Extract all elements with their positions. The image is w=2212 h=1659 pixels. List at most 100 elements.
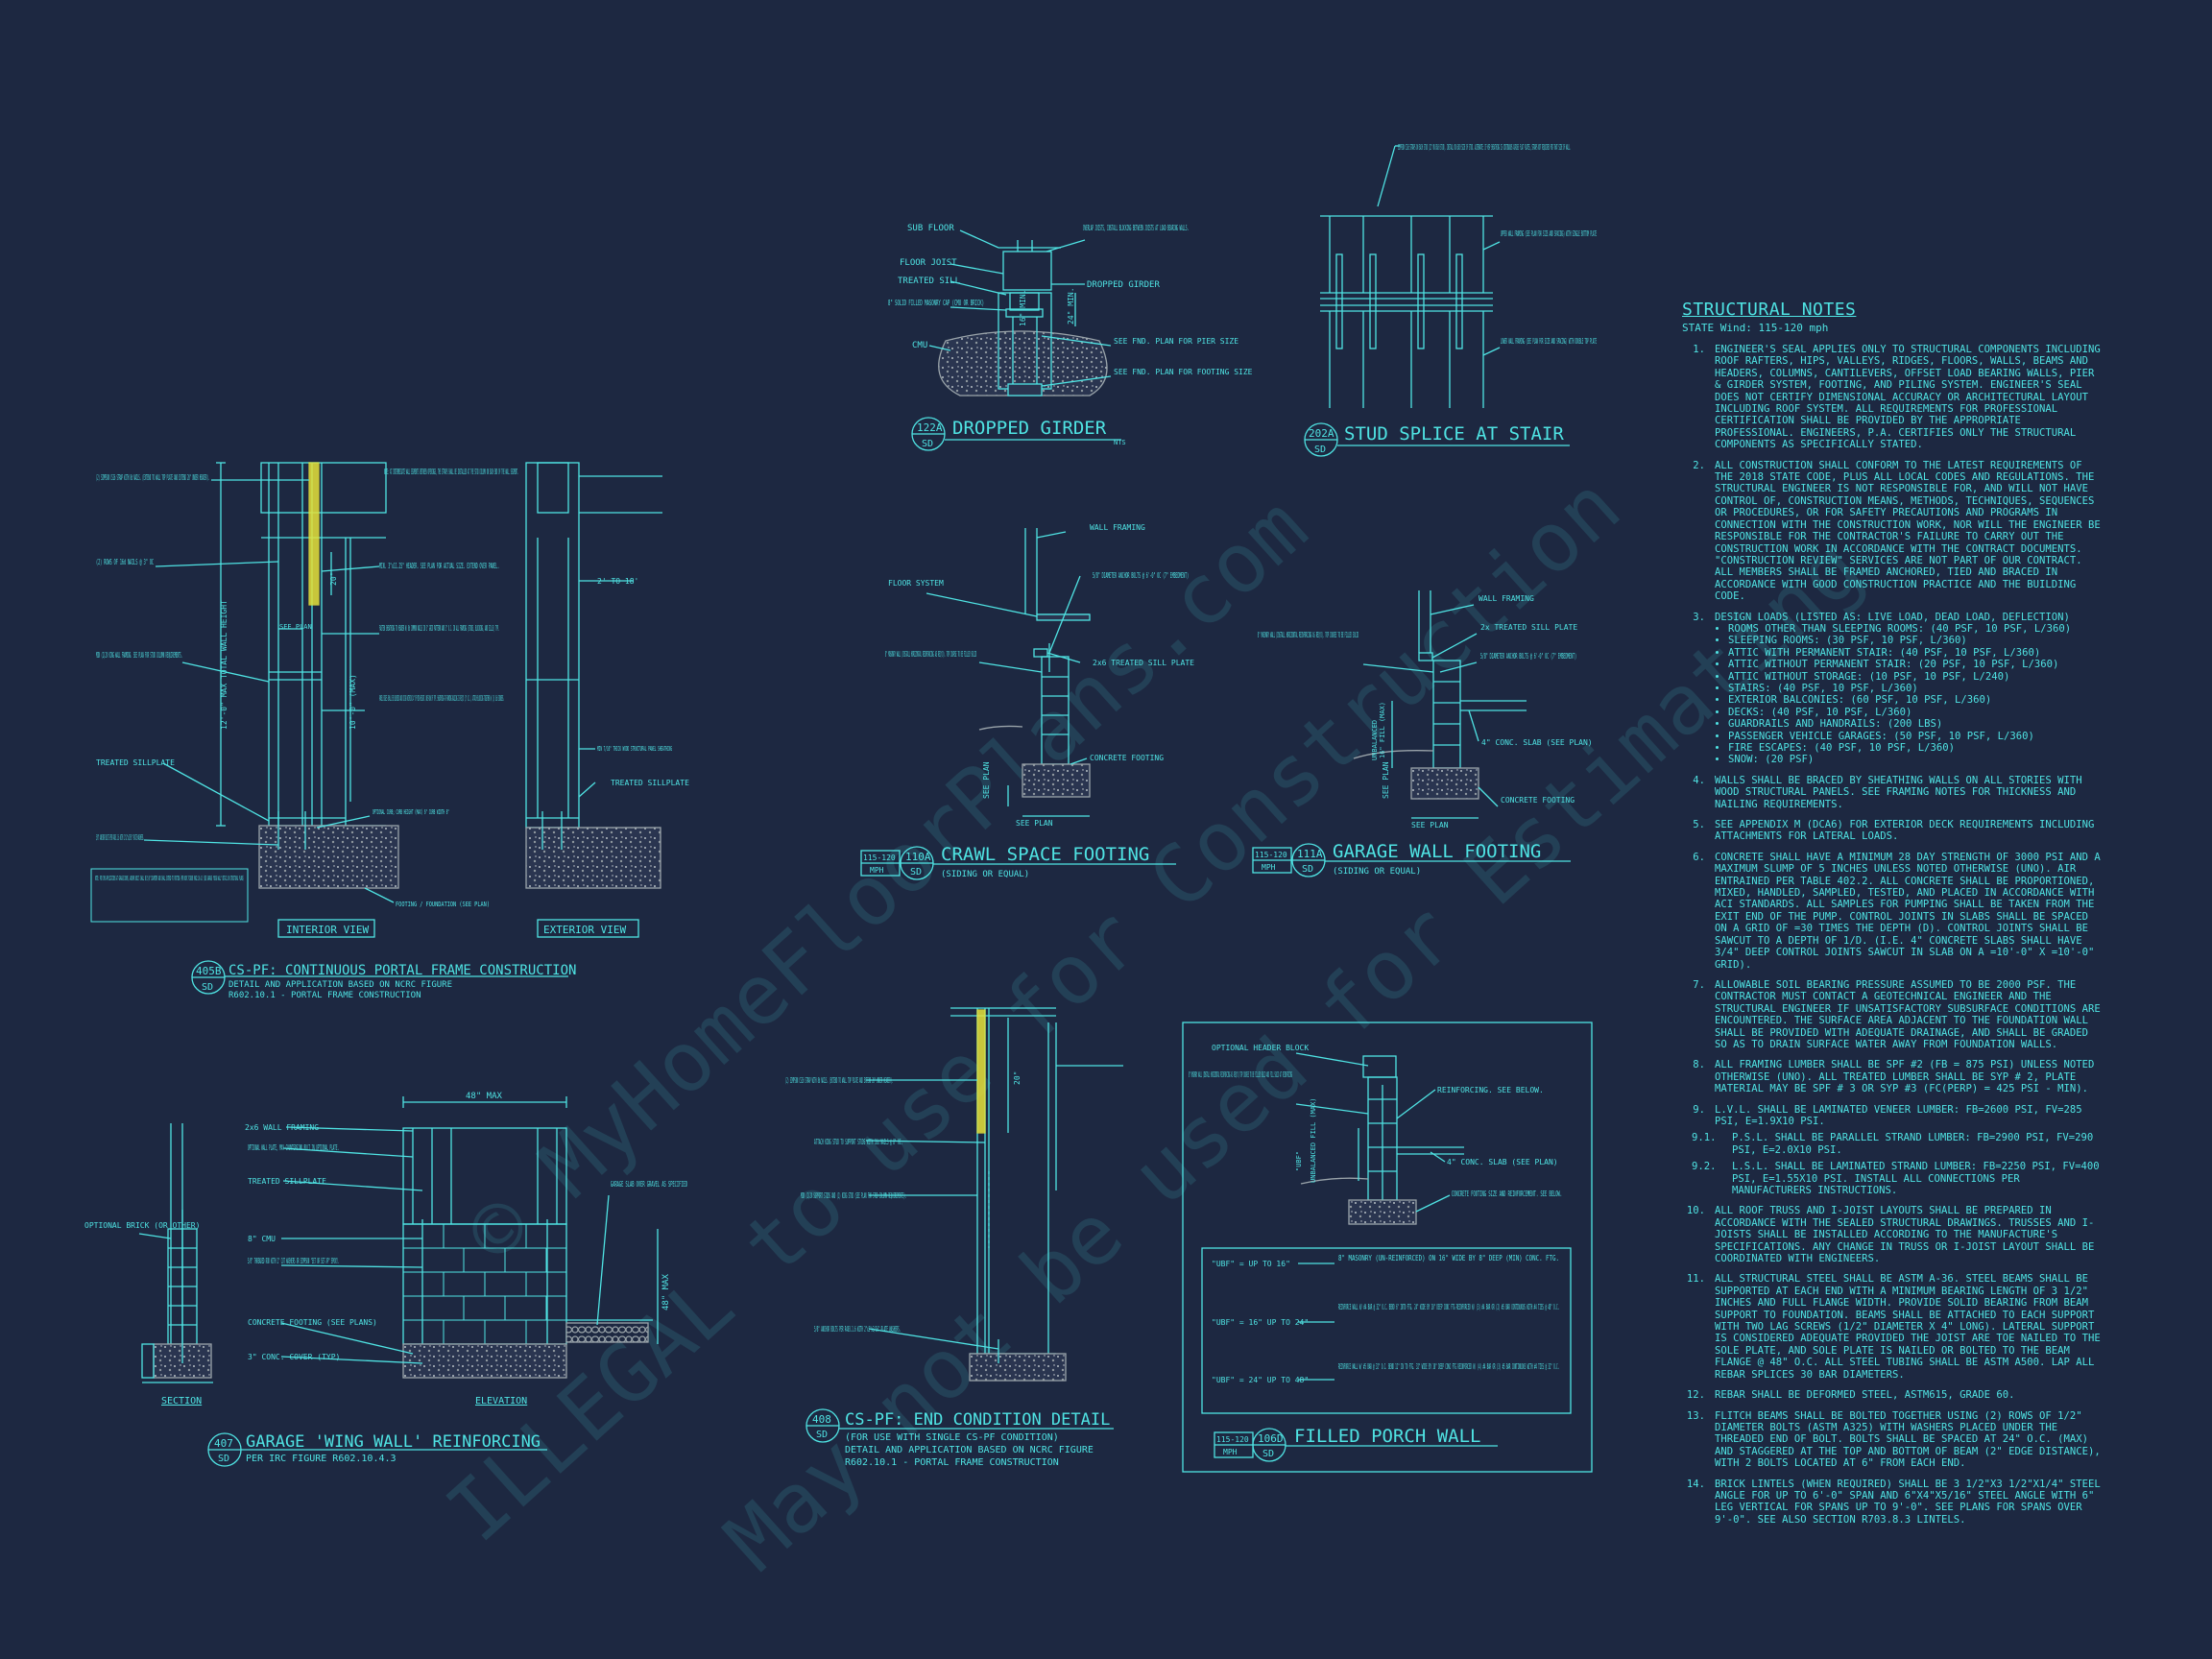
- note-number: 3.: [1693, 611, 1705, 623]
- note-text: SEE APPENDIX M (DCA6) FOR EXTERIOR DECK …: [1715, 819, 2095, 843]
- note-text: REBAR SHALL BE DEFORMED STEEL, ASTM615, …: [1715, 1389, 2015, 1402]
- note-text: P.S.L. SHALL BE PARALLEL STRAND LUMBER: …: [1732, 1132, 2094, 1156]
- wing-label: 3" CONC. COVER (TYP): [248, 1353, 340, 1361]
- wing-label: OPTIONAL BRICK (OR OTHER): [84, 1221, 200, 1230]
- note-text: FLITCH BEAMS SHALL BE BOLTED TOGETHER US…: [1715, 1409, 2101, 1470]
- garage-footing-label: 8" MASONRY WALL (INSTALL HORIZONTAL REIN…: [1258, 631, 1358, 639]
- wing-label: TREATED SILLPLATE: [248, 1177, 326, 1186]
- dropped-girder-label: DROPPED GIRDER: [1087, 280, 1160, 290]
- garage-footing-number: 111A: [1297, 848, 1323, 860]
- garage-footing-dim: SEE PLAN: [1382, 761, 1390, 799]
- garage-footing-label: WALL FRAMING: [1479, 594, 1534, 603]
- crawl-mph-unit: MPH: [870, 866, 884, 875]
- crawl-mph: 115-120: [863, 854, 896, 862]
- end-condition-sub: (FOR USE WITH SINGLE CS-PF CONDITION): [845, 1432, 1059, 1443]
- end-condition-label: ATTACH KING STUD TO SUPPORT STUDS WITH 1…: [814, 1138, 902, 1146]
- portal-frame-number: 405B: [196, 965, 222, 977]
- portal-frame-title: CS-PF: CONTINUOUS PORTAL FRAME CONSTRUCT…: [228, 963, 576, 978]
- wing-label: OPTIONAL WALL PLATE, MAY COUNTERSINK BOL…: [248, 1143, 339, 1152]
- detail-garage-wall-footing: WALL FRAMING 2x TREATED SILL PLATE 5/8" …: [1252, 590, 1593, 878]
- interior-view-label: INTERIOR VIEW: [286, 924, 369, 936]
- structural-note: 1.ENGINEER'S SEAL APPLIES ONLY TO STRUCT…: [1680, 344, 2103, 451]
- end-condition-dim: 20": [1013, 1071, 1022, 1085]
- note-number: 10.: [1686, 1205, 1705, 1217]
- structural-note: 9.1.P.S.L. SHALL BE PARALLEL STRAND LUMB…: [1680, 1132, 2103, 1156]
- note-text: ALL CONSTRUCTION SHALL CONFORM TO THE LA…: [1715, 459, 2101, 603]
- end-condition-label: 5/8" ANCHOR BOLTS PER R403.1.6 WITH 2"x2…: [814, 1325, 901, 1334]
- stud-splice-title: STUD SPLICE AT STAIR: [1344, 423, 1564, 445]
- watermark-line-2: ILLEGAL to use for Construction: [429, 458, 1639, 1560]
- design-load-item: GUARDRAILS AND HANDRAILS: (200 LBS): [1728, 718, 2103, 730]
- design-loads-list: ROOMS OTHER THAN SLEEPING ROOMS: (40 PSF…: [1715, 623, 2103, 766]
- garage-footing-label: 2x TREATED SILL PLATE: [1480, 623, 1577, 632]
- dropped-girder-label: SEE FND. PLAN FOR PIER SIZE: [1114, 337, 1238, 346]
- note-number: 1.: [1693, 344, 1705, 355]
- crawl-dim: SEE PLAN: [982, 761, 991, 799]
- structural-note: 7.ALLOWABLE SOIL BEARING PRESSURE ASSUME…: [1680, 979, 2103, 1050]
- portal-frame-dim: 12'-0" MAX TOTAL WALL HEIGHT: [220, 600, 228, 730]
- note-number: 11.: [1686, 1273, 1705, 1286]
- structural-note: 5. SEE APPENDIX M (DCA6) FOR EXTERIOR DEC…: [1680, 819, 2103, 843]
- portal-frame-label: FOOTING / FOUNDATION (SEE PLAN): [396, 901, 490, 908]
- crawl-label: 5/8" DIAMETER ANCHOR BOLTS @ 6'-0" OC (7…: [1093, 571, 1189, 580]
- wing-elevation-label: ELEVATION: [475, 1396, 527, 1407]
- notes-title: STRUCTURAL NOTES: [1682, 300, 1857, 320]
- dropped-girder-title: DROPPED GIRDER: [952, 418, 1107, 439]
- end-condition-sub: DETAIL AND APPLICATION BASED ON NCRC FIG…: [845, 1445, 1094, 1455]
- detail-filled-porch-wall: OPTIONAL HEADER BLOCK 8" MASONRY WALL (I…: [1182, 1022, 1593, 1473]
- stud-splice-label: UPPER WALL FRAMING (SEE PLAN FOR SIZE AN…: [1501, 229, 1597, 238]
- stud-splice-number: 202A: [1309, 427, 1334, 440]
- portal-frame-label: PANEL EDGES SHALL BE BLOCKED AND OCCUR W…: [379, 694, 504, 703]
- structural-note: 8.ALL FRAMING LUMBER SHALL BE SPF #2 (Fb…: [1680, 1059, 2103, 1094]
- garage-footing-mph: 115-120: [1255, 851, 1287, 859]
- structural-note: 9.2.L.S.L. SHALL BE LAMINATED STRAND LUM…: [1680, 1161, 2103, 1196]
- notes-list: 1.ENGINEER'S SEAL APPLIES ONLY TO STRUCT…: [1680, 344, 2103, 1526]
- garage-footing-sheet: SD: [1302, 864, 1313, 875]
- portal-frame-label: 5/8" ANCHOR BOLTS PER R403.1.6 WITH 2"x2…: [96, 833, 144, 842]
- note-text: ALL STRUCTURAL STEEL SHALL BE ASTM A-36.…: [1715, 1273, 2101, 1381]
- crawl-label: WALL FRAMING: [1090, 523, 1145, 532]
- end-condition-sub: R602.10.1 - PORTAL FRAME CONSTRUCTION: [845, 1457, 1059, 1468]
- end-condition-title: CS-PF: END CONDITION DETAIL: [845, 1410, 1110, 1430]
- dropped-girder-label: SEE FND. PLAN FOR FOOTING SIZE: [1114, 368, 1253, 376]
- portal-frame-sub: DETAIL AND APPLICATION BASED ON NCRC FIG…: [228, 980, 452, 990]
- structural-note: 11. ALL STRUCTURAL STEEL SHALL BE ASTM A-…: [1680, 1273, 2103, 1381]
- wing-label: CONCRETE FOOTING (SEE PLANS): [248, 1318, 377, 1327]
- design-load-item: ATTIC WITHOUT PERMANENT STAIR: (20 PSF, …: [1728, 659, 2103, 670]
- porch-dim: "UBF": [1295, 1151, 1303, 1171]
- note-number: 9.: [1693, 1103, 1705, 1116]
- design-load-item: DECKS: (40 PSF, 10 PSF, L/360): [1728, 707, 2103, 718]
- portal-frame-dim: SEE PLAN: [279, 623, 312, 631]
- design-load-item: ATTIC WITH PERMANENT STAIR: (40 PSF, 10 …: [1728, 647, 2103, 659]
- crawl-title: CRAWL SPACE FOOTING: [941, 844, 1149, 865]
- portal-frame-label: OPTIONAL CURB; CURB HEIGHT (MAX) 6" CURB…: [373, 808, 449, 816]
- structural-note: 10.ALL ROOF TRUSS AND I-JOIST LAYOUTS SH…: [1680, 1205, 2103, 1264]
- structural-note: 9. L.V.L. SHALL BE LAMINATED VENEER LUMBE…: [1680, 1104, 2103, 1128]
- note-text: L.V.L. SHALL BE LAMINATED VENEER LUMBER:…: [1715, 1103, 2082, 1127]
- design-load-item: SNOW: (20 PSF): [1728, 754, 2103, 765]
- wing-sub: PER IRC FIGURE R602.10.4.3: [246, 1454, 397, 1464]
- crawl-sub: (SIDING OR EQUAL): [941, 870, 1029, 879]
- dropped-girder-dim: 24" MIN.: [1067, 287, 1075, 325]
- garage-footing-label: CONCRETE FOOTING: [1501, 796, 1575, 805]
- crawl-dim: SEE PLAN: [1016, 819, 1053, 828]
- porch-label: 8" MASONRY WALL (INSTALL HORIZONTAL REIN…: [1189, 1070, 1292, 1079]
- structural-note: 13.FLITCH BEAMS SHALL BE BOLTED TOGETHER…: [1680, 1410, 2103, 1470]
- note-number: 6.: [1693, 851, 1705, 863]
- wing-sheet: SD: [218, 1454, 229, 1464]
- crawl-label: 8" MASONRY WALL (INSTALL HORIZONTAL REIN…: [885, 650, 976, 659]
- portal-frame-label: MIN. 3"x11.25" HEADER. SEE PLAN FOR ACTU…: [379, 562, 499, 570]
- wing-number: 407: [214, 1437, 233, 1450]
- design-load-item: EXTERIOR BALCONIES: (60 PSF, 10 PSF, L/3…: [1728, 694, 2103, 706]
- porch-table-key: "UBF" = UP TO 16": [1212, 1260, 1290, 1268]
- note-number: 5.: [1693, 819, 1705, 831]
- portal-frame-dim: 2' TO 18': [597, 577, 638, 586]
- notes-subtitle: STATE Wind: 115-120 mph: [1682, 322, 1829, 334]
- portal-frame-cmu-note: NOTE: FOR CMU APPLICATIONS AT GARAGE DOO…: [95, 875, 244, 882]
- note-text: ALL FRAMING LUMBER SHALL BE SPF #2 (Fb =…: [1715, 1059, 2095, 1095]
- note-text: ALLOWABLE SOIL BEARING PRESSURE ASSUMED …: [1715, 978, 2101, 1050]
- porch-mph: 115-120: [1216, 1435, 1249, 1444]
- end-condition-number: 408: [812, 1413, 831, 1426]
- stud-splice-sheet: SD: [1314, 445, 1326, 455]
- detail-wing-wall: SECTION ELEVATION 48" MAX 48" MAX 2x6 WA…: [84, 1092, 687, 1467]
